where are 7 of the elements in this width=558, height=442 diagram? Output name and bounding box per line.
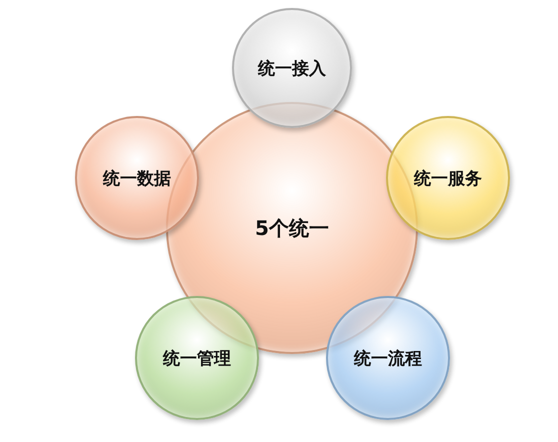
bubble-label: 统一管理 <box>163 348 231 370</box>
bubble-label: 统一流程 <box>354 348 422 370</box>
bubble <box>386 116 510 240</box>
bubble-label: 5个统一 <box>255 214 329 242</box>
bubble-label: 统一接入 <box>258 58 326 80</box>
bubble-label: 统一服务 <box>414 168 482 190</box>
bubble-label: 统一数据 <box>103 168 171 190</box>
